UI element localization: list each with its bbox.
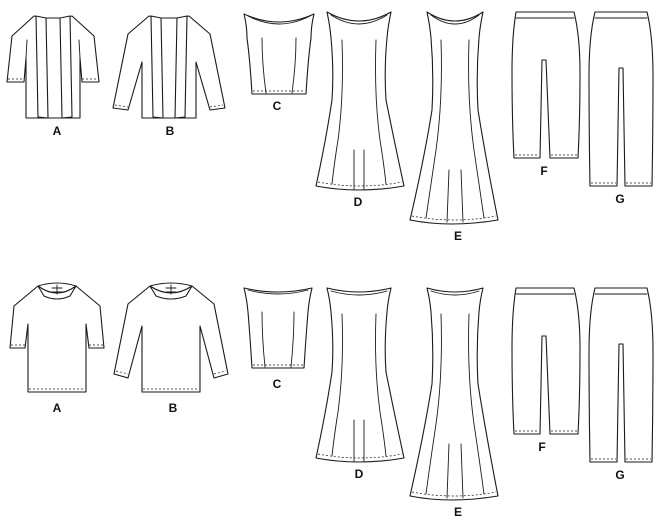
front-view-row: A B C D E F G — [6, 11, 654, 243]
back-jacket-a — [9, 282, 105, 393]
back-label-d: D — [355, 467, 364, 481]
back-dress-e — [409, 287, 499, 501]
front-label-f: F — [540, 164, 547, 178]
front-label-a: A — [53, 124, 62, 138]
front-pants-f — [511, 11, 581, 159]
front-pants-g — [588, 11, 654, 187]
front-jacket-a — [6, 15, 100, 119]
back-view-row: A B C D E F G — [9, 282, 654, 519]
front-dress-d — [315, 11, 405, 191]
front-label-d: D — [354, 195, 363, 209]
front-label-g: G — [615, 192, 624, 206]
back-jacket-b — [113, 282, 229, 393]
back-label-a: A — [53, 401, 62, 415]
front-top-c — [243, 13, 315, 95]
front-label-b: B — [166, 124, 175, 138]
back-label-b: B — [169, 401, 178, 415]
back-pants-f — [511, 287, 581, 435]
back-pants-g — [588, 287, 654, 463]
back-label-f: F — [538, 440, 545, 454]
back-dress-d — [315, 287, 405, 463]
front-label-c: C — [273, 99, 282, 113]
front-label-e: E — [454, 229, 462, 243]
back-top-c — [243, 287, 313, 369]
front-jacket-b — [112, 15, 226, 119]
back-label-e: E — [454, 505, 462, 519]
back-label-g: G — [615, 468, 624, 482]
front-dress-e — [409, 11, 499, 225]
back-label-c: C — [273, 377, 282, 391]
